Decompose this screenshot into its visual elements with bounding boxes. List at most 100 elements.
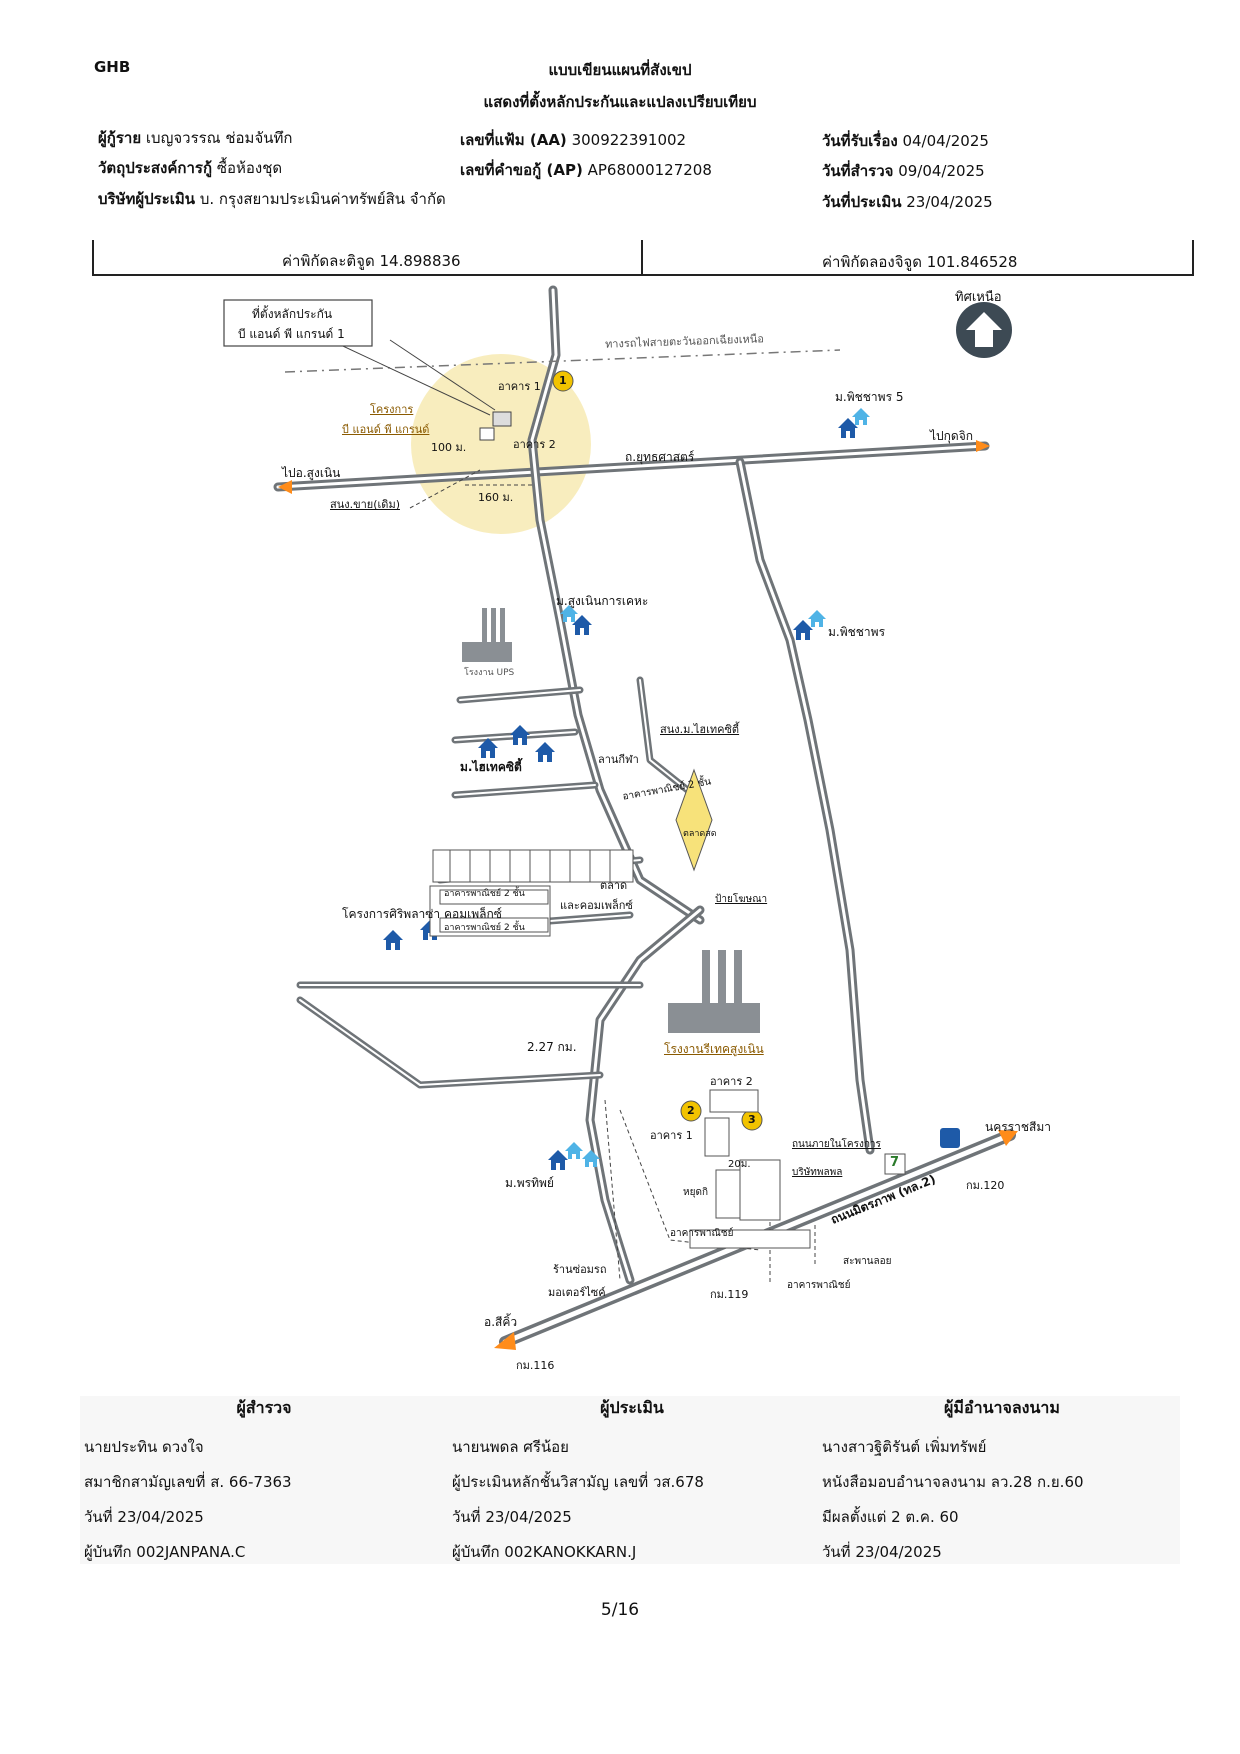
borrower-line: ผู้กู้ราย เบญจวรรณ ช่อมจันทึก [98,126,292,150]
received-date-label: วันที่รับเรื่อง [822,132,898,150]
file-no-line: เลขที่แฟ้ม (AA) 300922391002 [460,128,686,152]
surveyor-date: วันที่ 23/04/2025 [84,1508,204,1526]
marker-3: 3 [748,1113,756,1126]
siri-plaza-label: โครงการศิริพลาซ่า คอมเพล็กซ์ [342,907,502,921]
seven-eleven-icon [884,1153,906,1175]
authorized-date: วันที่ 23/04/2025 [822,1543,942,1561]
land-plot-label: บริษัทพลพล [792,1167,843,1178]
factory-ups-label: โรงงาน UPS [464,668,515,678]
powerline-dashed [284,349,841,373]
collateral-box [223,299,373,347]
surveyor-block: ผู้สำรวจ นายประทิน ดวงใจ สมาชิกสามัญเลขท… [84,1396,444,1575]
doc-subtitle: แสดงที่ตั้งหลักประกันและแปลงเปรียบเทียบ [483,93,757,111]
appraiser-company-value: บ. กรุงสยามประเมินค่าทรัพย์สิน จำกัด [199,190,446,208]
survey-date-value: 09/04/2025 [898,162,985,180]
village-phonthip-label: ม.พรทิพย์ [505,1176,554,1190]
village-sungnoen-label: ม.สูงเนินการเคหะ [556,594,649,608]
hitech-office-label: สนง.ม.ไฮเทคซิตี้ [660,723,740,736]
arrow-korat-icon [998,1130,1018,1146]
road-yutthasart-label: ถ.ยุทธศาสตร์ [625,450,695,464]
row-buildings [429,849,634,937]
appraiser-license: ผู้ประเมินหลักชั้นวิสามัญ เลขที่ วส.678 [452,1473,704,1491]
row-building-dividers [449,850,611,882]
marker-1: 1 [559,374,567,387]
north-label: ทิศเหนือ [955,290,1002,305]
village-hitech-label: ม.ไฮเทคซิตี้ [460,760,522,774]
appraiser-company-line: บริษัทผู้ประเมิน บ. กรุงสยามประเมินค่าทร… [98,187,446,211]
village-phichaya-label: ม.พิชชาพร [828,625,886,639]
project-label-1: โครงการ [370,403,414,416]
south-building-1-label: อาคาร 1 [650,1129,693,1142]
footbridge-label: สะพานลอย [843,1256,892,1267]
appraiser-date: วันที่ 23/04/2025 [452,1508,572,1526]
to-korat-label: นครราชสีมา [985,1120,1051,1134]
appraiser-company-label: บริษัทผู้ประเมิน [98,190,196,208]
org-label: GHB [94,58,131,76]
appraise-date-value: 23/04/2025 [906,193,993,211]
arrow-sikhio-icon [494,1332,516,1350]
latitude: ค่าพิกัดละติจูด 14.898836 [282,249,461,273]
signature-band [80,1396,1180,1564]
surveyor-recorder: ผู้บันทึก 002JANPANA.C [84,1543,246,1561]
commercial-b-label: อาคารพาณิชย์ 2 ชั้น [444,923,525,933]
collateral-box-line1: ที่ตั้งหลักประกัน [252,307,333,321]
garage-label-1: ร้านซ่อมรถ [553,1263,607,1276]
page-number: 5/16 [600,1600,640,1620]
received-date-value: 04/04/2025 [902,132,989,150]
blue-logo-icon [940,1128,960,1148]
survey-date-line: วันที่สำรวจ 09/04/2025 [822,159,985,183]
fresh-market-label: ตลาดสด [683,829,717,839]
marker-2: 2 [687,1104,695,1117]
distance-100m: 100 ม. [431,441,467,454]
longitude-value: 101.846528 [926,253,1018,271]
purpose-line: วัตถุประสงค์การกู้ ซื้อห้องชุด [98,156,282,180]
old-sales-office-label: สนง.ขาย(เดิม) [330,498,400,511]
authorized-letter: หนังสือมอบอำนาจลงนาม ลว.28 ก.ย.60 [822,1473,1084,1491]
authorized-block: ผู้มีอำนาจลงนาม นางสาวฐิติรันต์ เพิ่มทรั… [822,1396,1182,1575]
request-no-line: เลขที่คำขอกู้ (AP) AP68000127208 [460,158,712,182]
surveyor-title: ผู้สำรวจ [236,1398,292,1417]
building-1-label: อาคาร 1 [498,380,541,393]
shop-label: หยุดกิ [683,1187,708,1198]
authorized-effective: มีผลตั้งแต่ 2 ต.ค. 60 [822,1508,959,1526]
latitude-value: 14.898836 [379,252,461,270]
park-label: ลานกีฬา [598,753,639,766]
marker-1-circle [552,370,574,392]
file-no-label: เลขที่แฟ้ม (AA) [460,131,567,149]
latitude-label: ค่าพิกัดละติจูด [282,252,375,270]
appraiser-recorder: ผู้บันทึก 002KANOKKARN.J [452,1543,637,1561]
received-date-line: วันที่รับเรื่อง 04/04/2025 [822,129,989,153]
appraiser-name: นายนพดล ศรีน้อย [452,1438,569,1456]
market-diamond [675,768,713,872]
arrow-west-icon [278,480,292,494]
file-no-value: 300922391002 [571,131,687,149]
garage-label-2: มอเตอร์ไซค์ [548,1286,606,1299]
marker-2-circle [680,1100,702,1122]
appraise-date-line: วันที่ประเมิน 23/04/2025 [822,190,993,214]
road-west-loop [585,905,705,1285]
arrow-east-icon [976,440,990,452]
purpose-label: วัตถุประสงค์การกู้ [98,159,213,177]
request-no-value: AP68000127208 [587,161,712,179]
borrower-value: เบญจวรรณ ช่อมจันทึก [145,129,293,147]
appraiser-title: ผู้ประเมิน [600,1398,664,1417]
longitude: ค่าพิกัดลองจิจูด 101.846528 [822,250,1017,274]
coordinate-bar [92,240,1194,276]
km119-label: กม.119 [710,1288,749,1301]
collateral-box-line2: บี แอนด์ พี แกรนด์ 1 [238,327,345,341]
coordinate-divider [641,240,643,274]
km120-label: กม.120 [966,1179,1005,1192]
commercial-a-label: อาคารพาณิชย์ 2 ชั้น [444,889,525,899]
authorized-title: ผู้มีอำนาจลงนาม [944,1398,1060,1417]
commercial-row-label: อาคารพาณิชย์ [670,1228,734,1239]
authorized-name: นางสาวฐิติรันต์ เพิ่มทรัพย์ [822,1438,987,1456]
commercial-south-label: อาคารพาณิชย์ [787,1280,851,1291]
distance-227km: 2.27 กม. [527,1040,577,1054]
building-2-label: อาคาร 2 [513,438,556,451]
market-complex-label: และคอมเพล็กซ์ [560,899,633,912]
factory-sungnoen-icon [668,950,760,1033]
market-label: ตลาด [600,879,628,892]
appraiser-block: ผู้ประเมิน นายนพดล ศรีน้อย ผู้ประเมินหลั… [452,1396,812,1575]
collateral-building [492,411,512,427]
